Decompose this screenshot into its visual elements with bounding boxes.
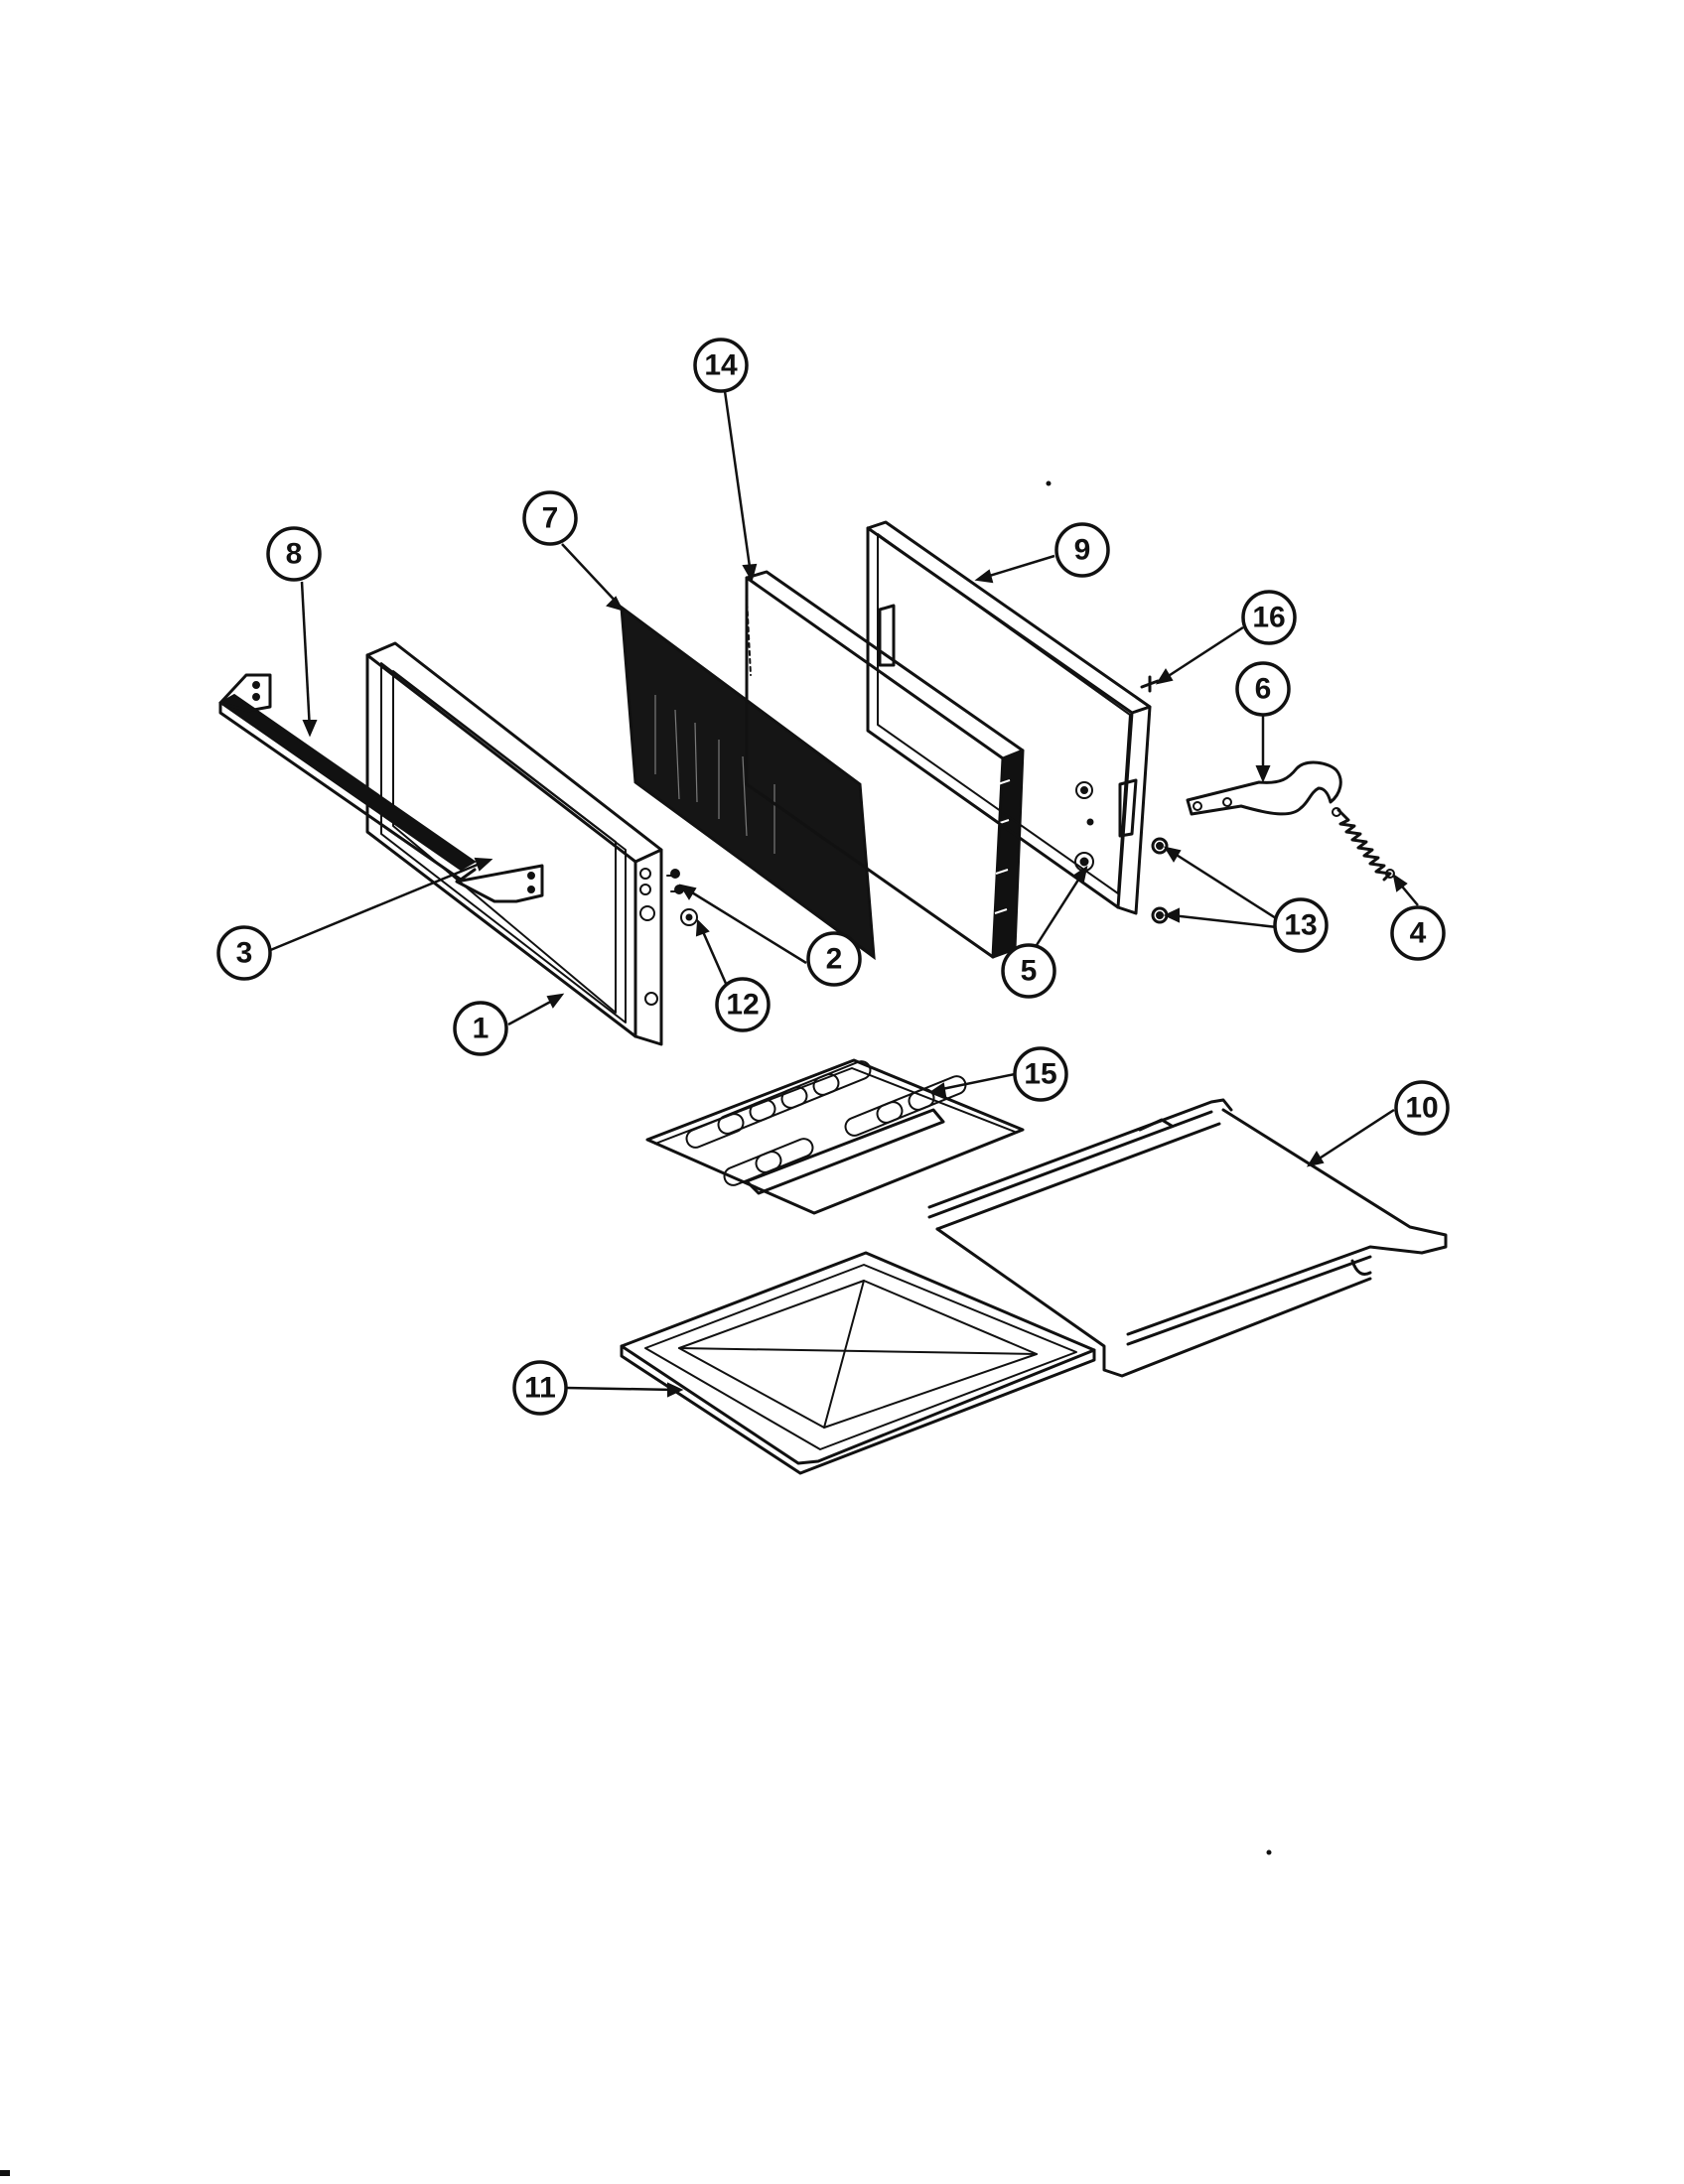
callout-3: 3 [216, 925, 272, 981]
svg-text:15: 15 [1024, 1058, 1056, 1091]
callout-1: 1 [453, 1001, 508, 1056]
callout-15: 15 [1013, 1046, 1068, 1102]
callout-6: 6 [1235, 661, 1291, 717]
svg-text:13: 13 [1284, 909, 1317, 942]
callout-8: 8 [266, 526, 322, 582]
svg-text:6: 6 [1255, 673, 1272, 706]
part-nuts [1151, 837, 1169, 924]
svg-text:16: 16 [1252, 602, 1285, 634]
stray-dot [1266, 1849, 1272, 1855]
svg-text:14: 14 [704, 349, 738, 382]
page-corner-mark [0, 2170, 10, 2176]
part-door-handle [218, 673, 544, 903]
svg-text:1: 1 [473, 1013, 490, 1045]
part-screws [666, 869, 698, 926]
part-hinge-arm [1186, 760, 1342, 816]
callout-4: 4 [1390, 905, 1446, 961]
svg-text:7: 7 [542, 502, 559, 535]
part-spring [1332, 807, 1395, 882]
callout-5: 5 [1001, 943, 1056, 999]
stray-dot [1046, 480, 1052, 486]
svg-text:8: 8 [286, 538, 303, 571]
svg-text:11: 11 [524, 1372, 556, 1405]
callout-16: 16 [1241, 590, 1297, 645]
callout-11: 11 [512, 1360, 568, 1416]
callout-9: 9 [1054, 522, 1110, 578]
callout-12: 12 [715, 977, 771, 1032]
callout-7: 7 [522, 490, 578, 546]
svg-text:4: 4 [1410, 917, 1427, 950]
part-broiler-pan [620, 1251, 1096, 1475]
svg-text:2: 2 [826, 943, 843, 976]
svg-text:3: 3 [236, 937, 253, 970]
leader-lines [267, 390, 1419, 1398]
svg-text:10: 10 [1405, 1092, 1438, 1125]
svg-text:5: 5 [1021, 955, 1038, 988]
part-oven-rack [927, 1098, 1448, 1378]
part-door-outer-frame [365, 641, 663, 1046]
part-inner-door-panel [866, 520, 1152, 915]
svg-text:9: 9 [1074, 534, 1091, 567]
callout-2: 2 [806, 931, 862, 987]
callout-14: 14 [693, 338, 749, 393]
callout-10: 10 [1394, 1080, 1450, 1136]
part-broiler-grid [645, 1058, 1025, 1215]
svg-text:12: 12 [726, 989, 759, 1022]
part-small-screw [1140, 675, 1160, 693]
callout-13: 13 [1273, 897, 1329, 953]
